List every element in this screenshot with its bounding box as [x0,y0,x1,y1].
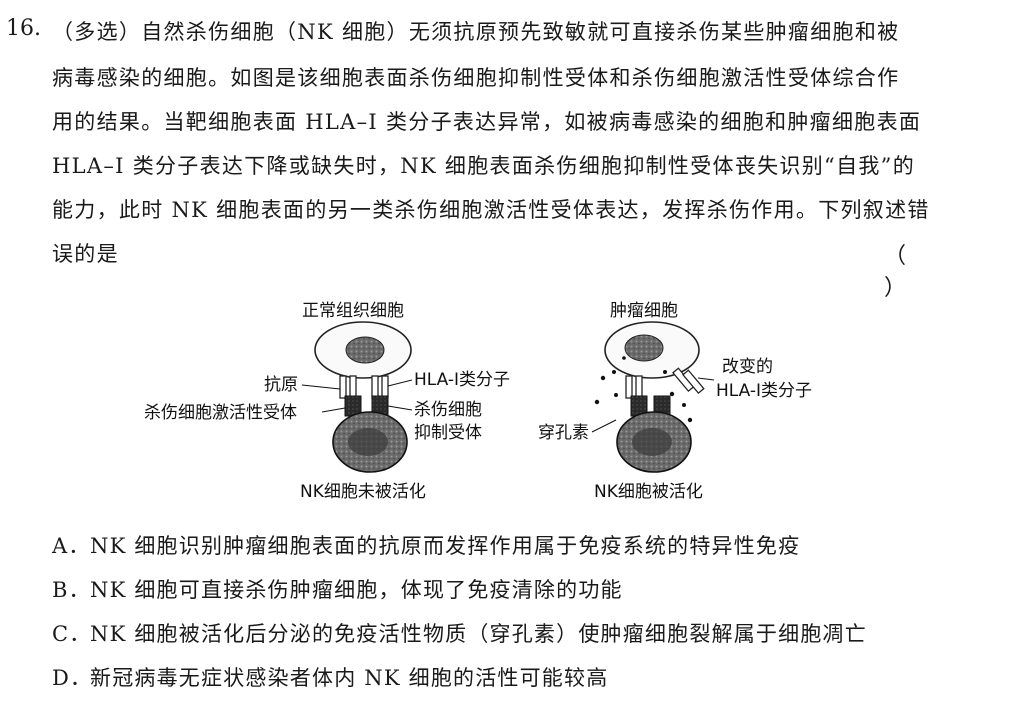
label-hla-molecule: HLA-I类分子 [414,370,510,390]
question-stem-line-1: （多选）自然杀伤细胞（NK 细胞）无须抗原预先致敏就可直接杀伤某些肿瘤细胞和被 [52,20,900,44]
changed-hla-molecule [672,367,705,395]
option-b[interactable]: B．NK 细胞可直接杀伤肿瘤细胞，体现了免疫清除的功能 [52,574,623,604]
label-changed-hla-line1: 改变的 [722,357,773,377]
option-d-text: 新冠病毒无症状感染者体内 NK 细胞的活性可能较高 [90,666,609,690]
option-b-label: B． [52,578,91,602]
perforin-particles [594,356,693,423]
option-c-text: NK 细胞被活化后分泌的免疫活性物质（穿孔素）使肿瘤细胞裂解属于细胞凋亡 [90,622,867,646]
label-antigen: 抗原 [264,375,298,395]
question-stem-line-4: HLA–I 类分子表达下降或缺失时，NK 细胞表面杀伤细胞抑制性受体丧失识别“自… [52,154,916,178]
option-c[interactable]: C．NK 细胞被活化后分泌的免疫活性物质（穿孔素）使肿瘤细胞裂解属于细胞凋亡 [52,618,867,648]
right-nk-cell [616,411,692,473]
label-inhibitory-receptor-line1: 杀伤细胞 [414,400,482,420]
label-perforin: 穿孔素 [538,423,589,443]
option-a-label: A． [52,534,91,558]
question-number: 16. [6,16,41,41]
left-target-cell-title: 正常组织细胞 [302,301,404,321]
option-a-text: NK 细胞识别肿瘤细胞表面的抗原而发挥作用属于免疫系统的特异性免疫 [90,534,801,558]
left-nk-cell [332,411,408,473]
option-d-label: D． [52,666,93,690]
right-caption: NK细胞被活化 [594,482,703,502]
option-b-text: NK 细胞可直接杀伤肿瘤细胞，体现了免疫清除的功能 [90,578,623,602]
normal-tissue-cell [314,321,412,379]
tumor-cell [604,321,700,379]
option-d[interactable]: D．新冠病毒无症状感染者体内 NK 细胞的活性可能较高 [52,662,608,692]
question-stem-line-5: 能力，此时 NK 细胞表面的另一类杀伤细胞激活性受体表达，发挥杀伤作用。下列叙述… [52,198,930,222]
right-antigen-receptor-pair [625,375,671,417]
question-stem-line-3: 用的结果。当靶细胞表面 HLA–I 类分子表达异常，如被病毒感染的细胞和肿瘤细胞… [52,110,922,134]
label-activating-receptor: 杀伤细胞激活性受体 [144,403,297,423]
left-antigen-receptor-pair [339,375,362,417]
label-changed-hla-line2: HLA-I类分子 [716,381,812,401]
question-stem-line-2: 病毒感染的细胞。如图是该细胞表面杀伤细胞抑制性受体和杀伤细胞激活性受体综合作 [52,66,900,90]
answer-parenthesis: （ ） [884,244,951,301]
left-caption: NK细胞未被活化 [300,482,426,502]
question-stem-line-6: 误的是 [52,242,119,266]
option-c-label: C． [52,622,92,646]
right-target-cell-title: 肿瘤细胞 [610,301,678,321]
left-hla-inhibitory-pair [371,375,389,417]
option-a[interactable]: A．NK 细胞识别肿瘤细胞表面的抗原而发挥作用属于免疫系统的特异性免疫 [52,530,800,560]
label-inhibitory-receptor-line2: 抑制受体 [414,423,482,443]
